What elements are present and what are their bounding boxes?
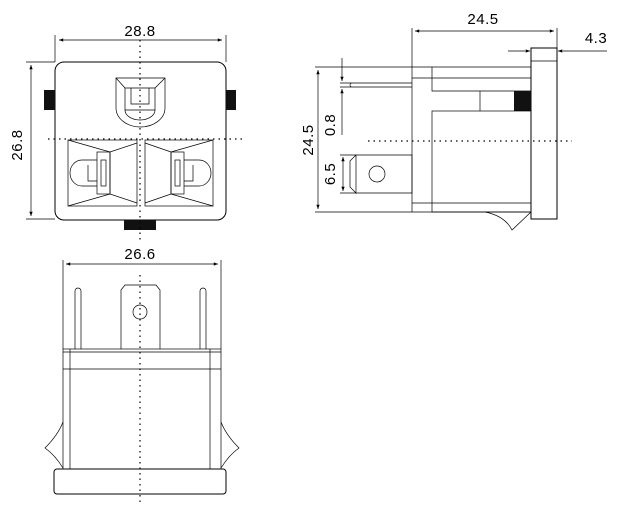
front-width-label: 28.8 [124,23,155,40]
front-height-label: 26.8 [9,129,26,160]
right-socket [144,139,214,207]
bottom-width-label: 26.6 [124,246,155,263]
terminal-hole [368,165,386,183]
bottom-view: 26.6 [44,246,240,505]
left-socket [67,139,138,207]
side-latch-tab [514,91,531,111]
right-latch-tab [226,90,236,110]
left-latch-tab [44,90,55,110]
side-view: 24.5 4.3 24.5 0.8 6.5 [300,11,607,231]
center-terminal-hole [132,304,148,320]
right-wing [220,421,240,469]
side-terminal [340,154,413,194]
side-flange [530,47,558,220]
side-body [431,110,532,213]
pin-thickness-label: 0.8 [322,114,339,136]
rocker-profile [484,211,532,231]
bottom-body [62,348,222,470]
right-pin [199,287,207,349]
front-view: 28.8 26.8 [9,23,245,240]
center-terminal [120,284,161,349]
flange-thickness-label: 4.3 [585,30,607,47]
top-socket [115,77,166,128]
side-pin [340,82,412,88]
bottom-latch-tab [124,220,156,230]
left-pin [74,287,82,349]
terminal-width-label: 6.5 [322,163,339,185]
side-depth-label: 24.5 [467,11,498,28]
left-wing [44,421,64,469]
front-body-outline [54,61,227,221]
side-height-label: 24.5 [300,124,317,155]
